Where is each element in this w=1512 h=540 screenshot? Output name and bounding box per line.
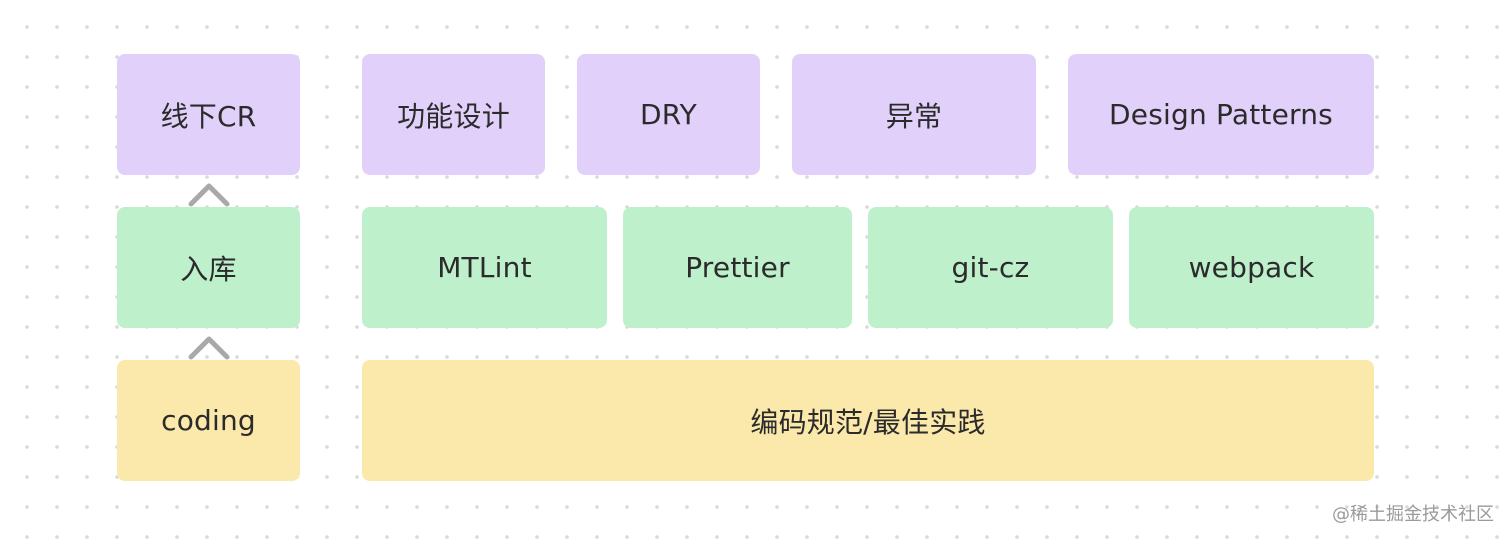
- node-exception: 异常: [792, 54, 1036, 175]
- node-mtlint: MTLint: [362, 207, 607, 328]
- node-coding: coding: [117, 360, 300, 481]
- arrow-up-icon: [187, 333, 231, 361]
- node-design-patterns: Design Patterns: [1068, 54, 1374, 175]
- node-feature-design: 功能设计: [362, 54, 545, 175]
- node-prettier: Prettier: [623, 207, 852, 328]
- arrow-up-icon: [187, 180, 231, 208]
- watermark: @稀土掘金技术社区: [1332, 504, 1494, 525]
- node-webpack: webpack: [1129, 207, 1374, 328]
- node-commit: 入库: [117, 207, 300, 328]
- node-dry: DRY: [577, 54, 760, 175]
- node-coding-standards: 编码规范/最佳实践: [362, 360, 1374, 481]
- node-git-cz: git-cz: [868, 207, 1113, 328]
- node-offline-cr: 线下CR: [117, 54, 300, 175]
